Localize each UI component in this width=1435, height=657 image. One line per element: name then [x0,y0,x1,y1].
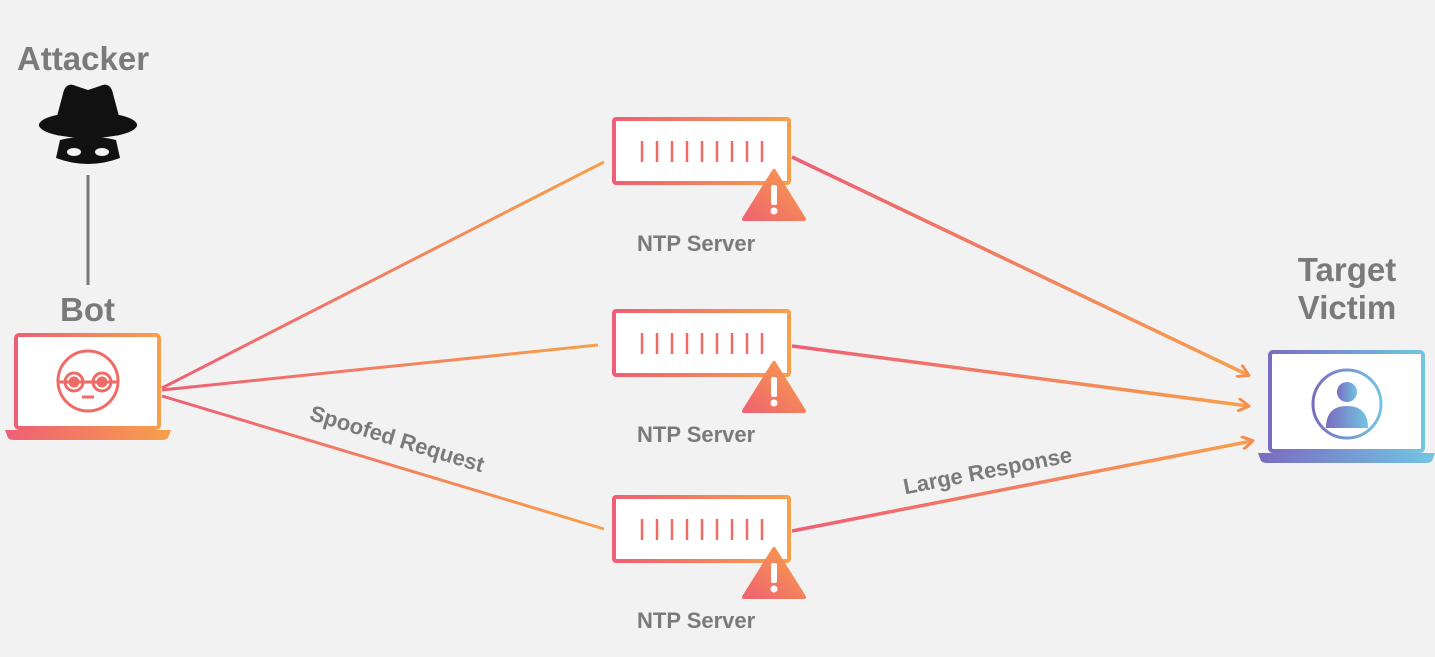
request-line-2 [161,343,599,392]
request-line-3 [161,394,605,531]
request-line-1 [161,160,605,390]
spoofed-request-lines [161,160,605,531]
warning-icon [742,361,806,413]
target-label: Target Victim [1290,251,1404,327]
bot-label: Bot [60,291,115,328]
server-icon [612,495,806,599]
response-line-3 [791,441,1252,533]
robot-laptop-icon [5,333,171,440]
attacker-label: Attacker [17,40,150,77]
warning-icon [742,547,806,599]
spy-icon [39,84,137,164]
ntp-server-label-3: NTP Server [637,608,756,633]
target-label-line1: Target [1297,251,1397,288]
ntp-server-label-2: NTP Server [637,422,756,447]
target-label-line2: Victim [1297,289,1397,326]
response-line-1 [791,155,1248,375]
ntp-server-label-1: NTP Server [637,231,756,256]
large-response-lines [791,155,1252,533]
large-response-label: Large Response [901,442,1074,499]
server-icon [612,309,806,413]
server-icon [612,117,806,221]
response-line-2 [791,344,1248,406]
user-laptop-icon [1258,350,1435,463]
warning-icon [742,169,806,221]
